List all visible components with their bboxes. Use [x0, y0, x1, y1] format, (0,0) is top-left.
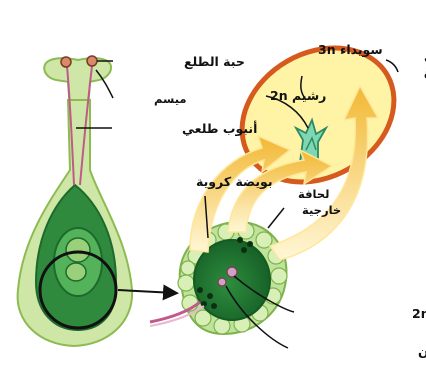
secondary-nucleus [227, 267, 237, 277]
label-sperm-nuclei: نطفتان نباتيتان [418, 344, 426, 359]
label-outer-integument: لحافة [298, 187, 329, 201]
label-outer-integument-2: خارجية [302, 203, 341, 217]
label-endosperm: سويداء 3n [318, 42, 383, 57]
label-pollen-tube: أنبوب طلعي [182, 120, 257, 136]
pistil [18, 56, 133, 346]
label-secondary-nucleus: نواة ثانوية 2n [412, 306, 426, 321]
label-pollen-grain: حبة الطلع [184, 54, 245, 69]
pollen-grain-left [61, 57, 71, 67]
label-spherical-ovule: بويضة كروية [196, 174, 273, 189]
pollen-grain-right [87, 56, 97, 66]
label-embryo: رشيم 2n [270, 88, 326, 103]
label-stigma: ميسم [154, 92, 187, 106]
ovule-detail [150, 222, 287, 334]
